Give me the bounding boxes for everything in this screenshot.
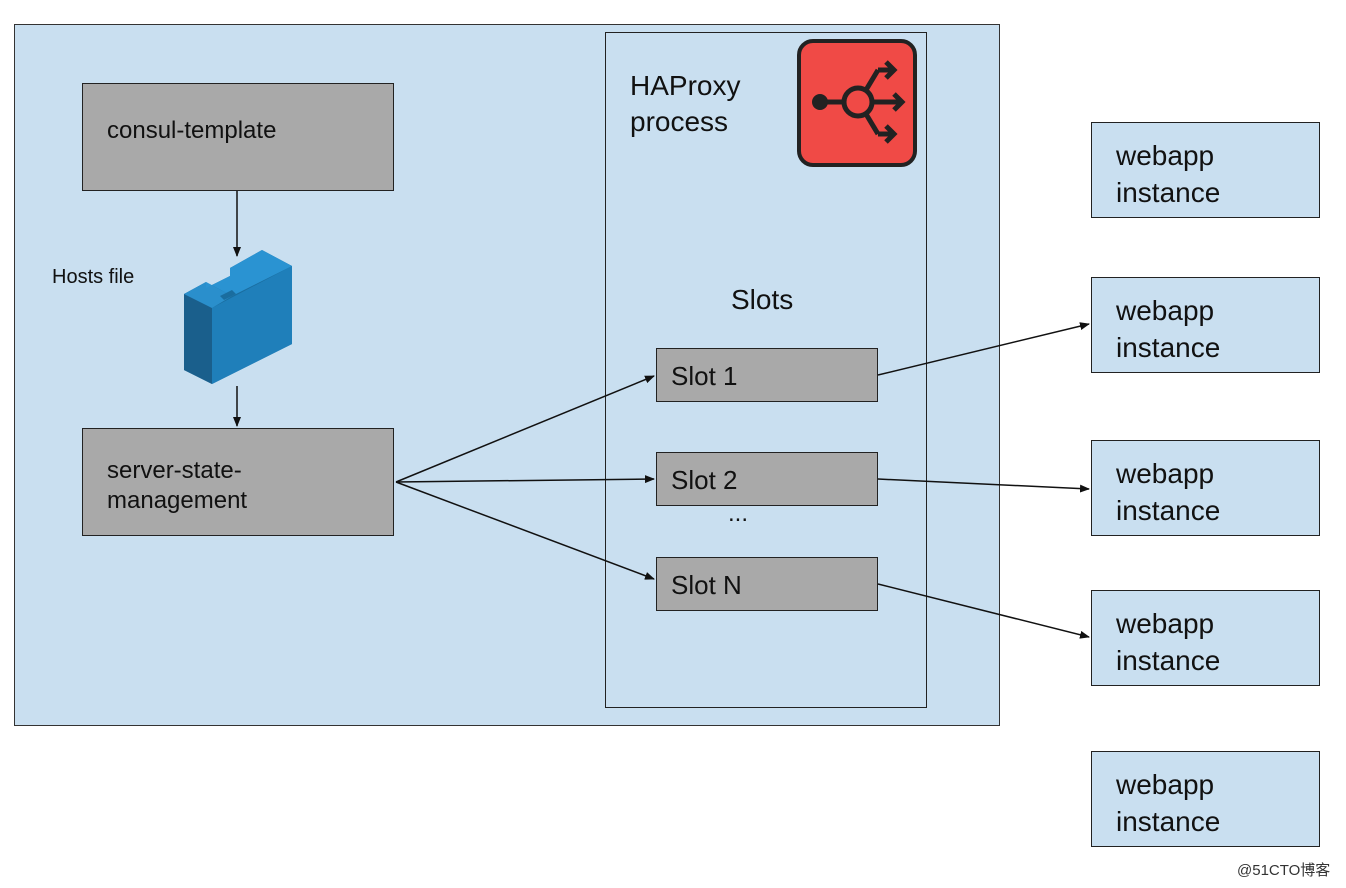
- haproxy-process-container: [605, 32, 927, 708]
- server-state-management-box: server-state- management: [82, 428, 394, 536]
- haproxy-process-label: HAProxy process: [630, 70, 741, 137]
- consul-template-box: consul-template: [82, 83, 394, 191]
- webapp-instance-label: webapp instance: [1116, 295, 1221, 363]
- slot-n-box: Slot N: [656, 557, 878, 611]
- folder-icon: [184, 250, 292, 384]
- load-balancer-icon: [797, 39, 917, 167]
- arrow-ssm-to-slot-1: [395, 375, 655, 483]
- server-state-management-label: server-state- management: [107, 457, 248, 514]
- slots-ellipsis: ...: [728, 500, 749, 527]
- slot-1-box: Slot 1: [656, 348, 878, 402]
- webapp-instance-4: webapp instance: [1091, 590, 1320, 686]
- arrow-slot-2-to-webapp: [877, 478, 1090, 493]
- watermark: @51CTO博客: [1237, 862, 1331, 879]
- slot-2-box: Slot 2: [656, 452, 878, 506]
- slot-n-label: Slot N: [671, 570, 742, 600]
- hosts-file-label: Hosts file: [52, 266, 135, 288]
- arrow-slot-1-to-webapp: [877, 322, 1090, 376]
- webapp-instance-1: webapp instance: [1091, 122, 1320, 218]
- webapp-instance-2: webapp instance: [1091, 277, 1320, 373]
- arrow-slot-n-to-webapp: [877, 583, 1090, 639]
- webapp-instance-5: webapp instance: [1091, 751, 1320, 847]
- webapp-instance-3: webapp instance: [1091, 440, 1320, 536]
- webapp-instance-label: webapp instance: [1116, 769, 1221, 837]
- consul-template-label: consul-template: [107, 117, 277, 144]
- webapp-instance-label: webapp instance: [1116, 140, 1221, 208]
- arrow-ssm-to-slot-n: [395, 481, 655, 580]
- webapp-instance-label: webapp instance: [1116, 458, 1221, 526]
- arrow-ssm-to-slot-2: [395, 475, 655, 484]
- webapp-instance-label: webapp instance: [1116, 608, 1221, 676]
- slots-label: Slots: [731, 284, 794, 315]
- slot-1-label: Slot 1: [671, 361, 738, 391]
- slot-2-label: Slot 2: [671, 465, 738, 495]
